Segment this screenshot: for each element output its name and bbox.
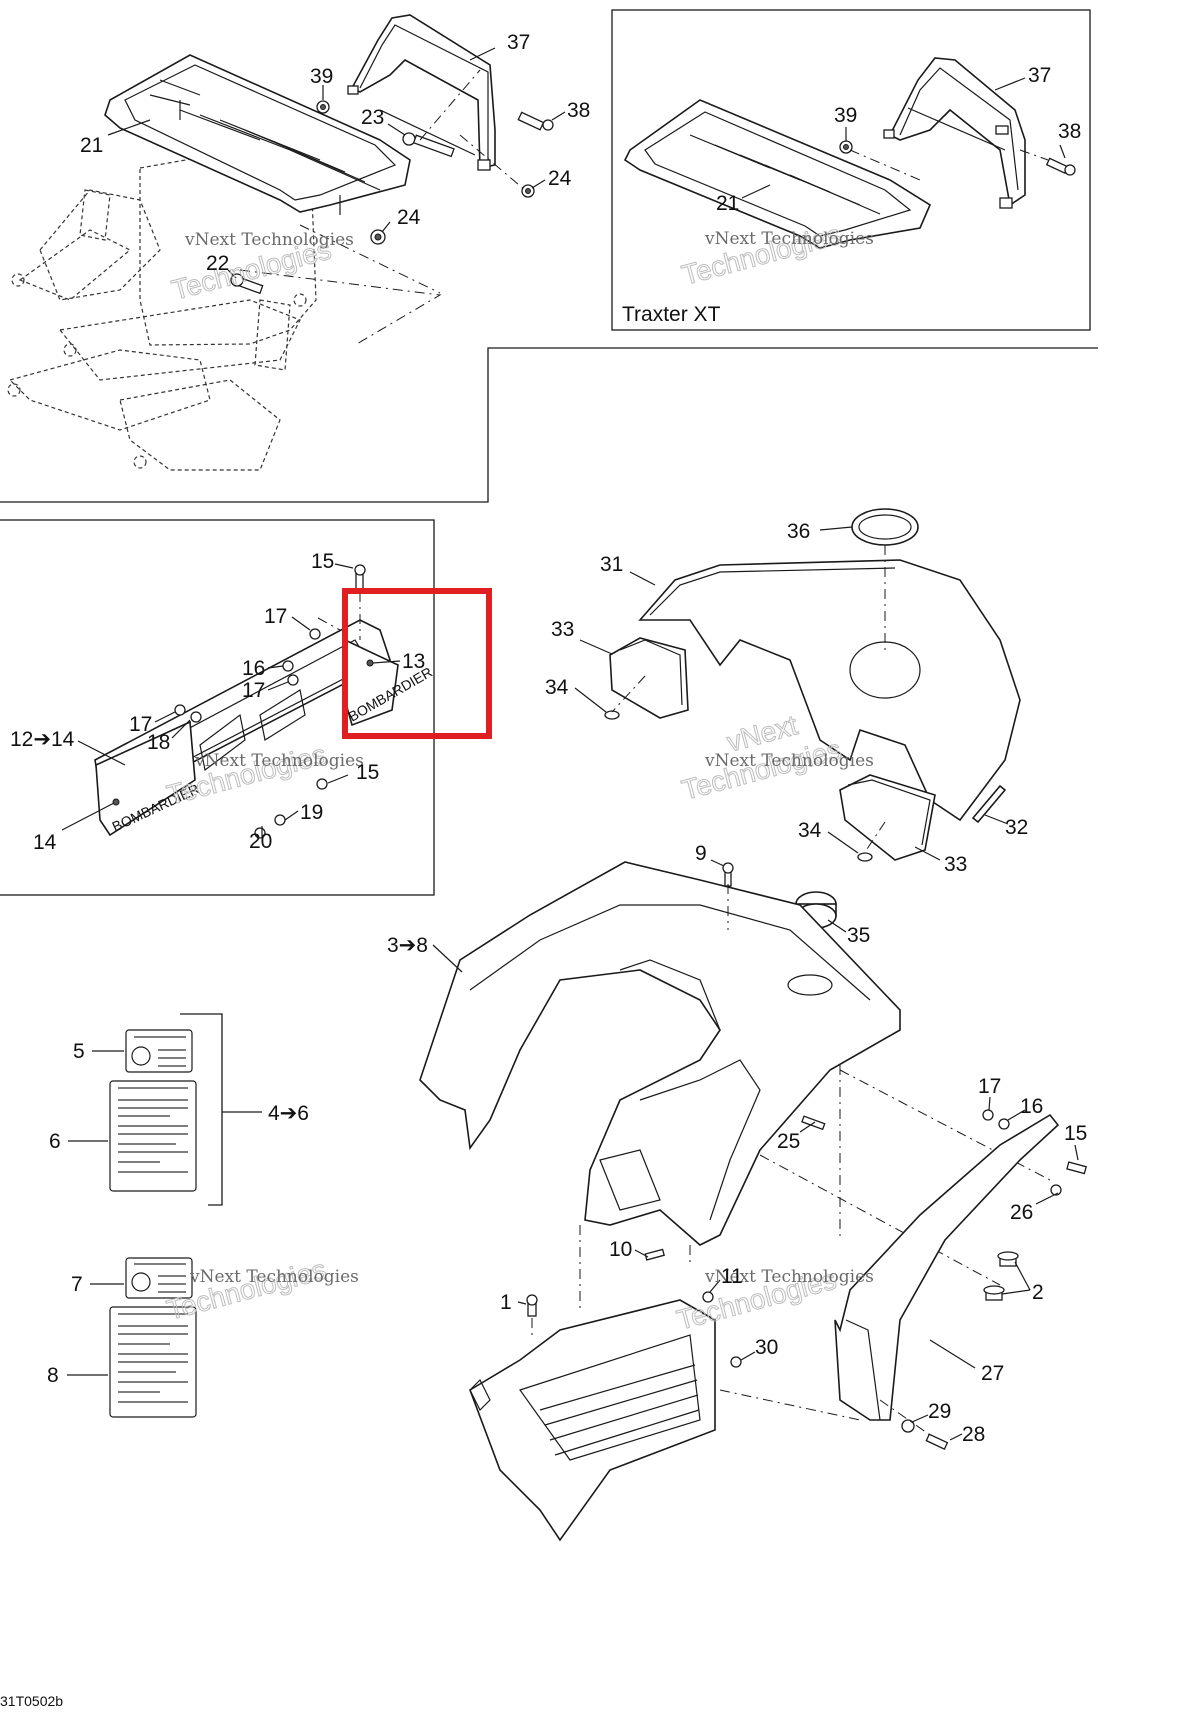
callout-17: 17 [978,1075,1001,1098]
fastener-22-bolt [230,273,264,295]
callout-23: 23 [361,106,384,129]
callout-26: 26 [1010,1201,1033,1224]
callout-24: 24 [548,167,572,190]
callout-36: 36 [787,520,810,543]
callout-3-8: 3➔8 [387,934,428,957]
callout-9: 9 [695,842,707,865]
callout-17: 17 [129,713,152,736]
decal-5 [125,1029,193,1073]
callout-16: 16 [1020,1095,1043,1118]
callout-6: 6 [49,1130,61,1153]
callout-17: 17 [264,605,287,628]
callout-1: 1 [500,1291,512,1314]
svg-text:vNext Technologies: vNext Technologies [189,1267,359,1287]
callout-39: 39 [310,65,333,88]
decal-8 [109,1306,197,1418]
main-frame-top-left [0,347,1098,503]
callout-10: 10 [609,1238,632,1261]
fastener-24-nut-b [370,229,386,245]
callout-4-6: 4➔6 [268,1102,309,1125]
watermark-1: Technologies vNext Technologies [168,230,354,306]
inset-title: Traxter XT [622,303,721,326]
callout-31: 31 [600,553,623,576]
callout-38: 38 [567,99,590,122]
callout-37: 37 [507,31,530,54]
callout-38: 38 [1058,120,1081,143]
callout-34: 34 [798,819,822,842]
callout-15: 15 [311,550,334,573]
bumper-group-frame [0,519,435,896]
callout-24: 24 [397,206,421,229]
callout-32: 32 [1005,816,1028,839]
callout-15: 15 [1064,1122,1087,1145]
callout-29: 29 [928,1400,951,1423]
callout-28: 28 [962,1423,985,1446]
callout-18: 18 [147,731,170,754]
callout-33: 33 [551,618,574,641]
fastener-24-nut-a [521,184,535,198]
callout-21: 21 [716,192,739,215]
svg-text:vNext Technologies: vNext Technologies [704,229,874,249]
callout-7: 7 [71,1273,83,1296]
rear-hood-group [604,508,1021,929]
highlight-box-part-13 [342,588,492,739]
decal-7 [125,1257,193,1299]
drawing-id: 31T0502b [0,1693,63,1709]
decal-group-bracket [180,1013,223,1206]
callout-33: 33 [944,853,967,876]
traxter-xt-inset-drawing [623,57,1076,249]
callout-21: 21 [80,134,103,157]
rear-rack-assembly [7,14,554,471]
callout-22: 22 [206,252,229,275]
callout-39: 39 [834,104,857,127]
watermark-5: Technologies vNext Technologies [163,1253,359,1326]
rear-fender-group [419,861,1051,1310]
watermark-2: Technologies vNext Technologies [678,218,874,291]
callout-25: 25 [777,1130,800,1153]
callout-27: 27 [981,1362,1004,1385]
callout-15: 15 [356,761,379,784]
callout-12-14: 12➔14 [10,728,75,751]
rear-rack [104,54,411,215]
callout-35: 35 [847,924,870,947]
svg-text:vNext Technologies: vNext Technologies [704,751,874,771]
leader-lines [61,47,1079,1441]
callout-14: 14 [33,831,57,854]
decal-6 [109,1080,197,1192]
footwell-group [469,1248,861,1542]
callout-2: 2 [1032,1281,1044,1304]
svg-text:vNext Technologies: vNext Technologies [184,230,354,250]
callout-17: 17 [242,679,265,702]
callout-19: 19 [300,801,323,824]
inset-frame-traxter-xt [611,9,1091,331]
callout-11: 11 [721,1265,743,1288]
svg-text:vNext Technologies: vNext Technologies [194,751,364,771]
callout-34: 34 [545,676,569,699]
callout-8: 8 [47,1364,59,1387]
fender-extension [801,1109,1087,1450]
fastener-38-bolt [517,111,554,131]
callout-5: 5 [73,1040,85,1063]
callout-20: 20 [249,830,272,853]
callout-30: 30 [755,1336,778,1359]
vehicle-frame-ghost [7,139,317,471]
callout-37: 37 [1028,64,1051,87]
callout-labels: 21 37 39 38 23 24 24 22 37 39 38 21 Trax… [0,31,1087,1709]
fastener-23-bolt [402,132,455,158]
callout-13: 13 [402,650,425,673]
fastener-39-nut [316,100,330,114]
callout-16: 16 [242,657,265,680]
svg-text:vNext Technologies: vNext Technologies [704,1267,874,1287]
